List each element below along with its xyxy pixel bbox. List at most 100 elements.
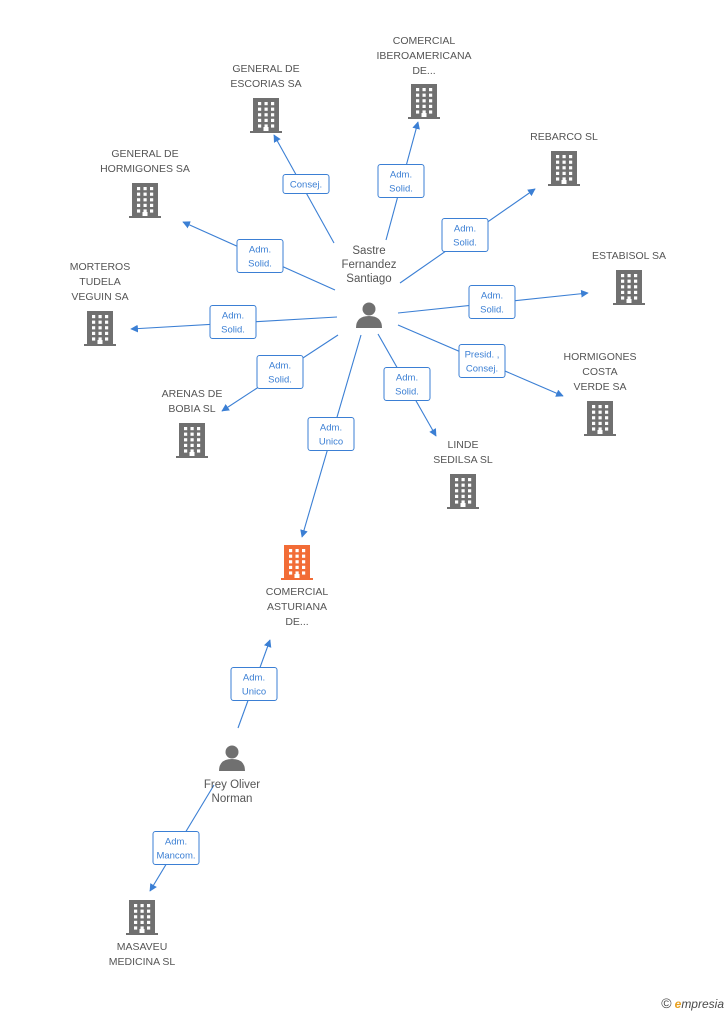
node-label: GENERAL DE ESCORIAS SA — [230, 63, 301, 90]
edge-sastre-rebarco: Adm. Solid. — [399, 188, 536, 284]
relation-label-line: Unico — [319, 437, 343, 448]
relation-label-line: Solid. — [395, 387, 419, 398]
relation-label-line: Solid. — [268, 375, 292, 386]
relation-label: Adm.Solid. — [248, 245, 272, 270]
node-label-line: IBEROAMERICANA — [376, 50, 471, 62]
relation-label-line: Adm. — [222, 311, 244, 322]
relation-label-line: Solid. — [453, 238, 477, 249]
edge-sastre-hormigones: Adm.Solid. — [182, 221, 336, 291]
relation-label-line: Adm. — [243, 673, 265, 684]
node-costaverde[interactable]: HORMIGONES COSTA VERDE SA — [564, 351, 637, 436]
relation-label: Adm. Unico — [319, 423, 343, 448]
relation-label: Adm.Solid. — [268, 361, 292, 386]
node-label-line: REBARCO SL — [530, 131, 598, 143]
building-icon — [281, 545, 313, 580]
relation-label-line: Solid. — [248, 259, 272, 270]
node-label: ARENAS DE BOBIA SL — [162, 388, 223, 415]
relation-badge[interactable]: Adm. Unico — [307, 417, 355, 451]
node-label-line: DE... — [285, 616, 308, 628]
node-estabisol[interactable]: ESTABISOL SA — [592, 250, 666, 305]
node-label-line: Santiago — [346, 273, 391, 285]
relation-label-line: Solid. — [221, 325, 245, 336]
node-label-line: BOBIA SL — [168, 403, 215, 415]
node-bobia[interactable]: ARENAS DE BOBIA SL — [162, 388, 223, 458]
node-label-line: TUDELA — [79, 276, 120, 288]
relation-label: Adm. Solid. — [480, 291, 504, 316]
relation-label-line: Adm. — [481, 291, 503, 302]
node-label-line: COSTA — [582, 366, 617, 378]
edge-sastre-iberoamericana: Adm.Solid. — [377, 121, 425, 241]
node-label-line: GENERAL DE — [232, 63, 299, 75]
relation-label: Adm. Solid. — [395, 373, 419, 398]
person-icon — [219, 745, 245, 771]
relation-badge[interactable]: Adm. Solid. — [468, 285, 516, 319]
edge-sastre-bobia: Adm.Solid. — [221, 334, 339, 412]
relation-label: Adm. Solid. — [221, 311, 245, 336]
node-label-line: LINDE — [448, 439, 479, 451]
relation-badge[interactable]: Adm. Solid. — [383, 367, 431, 401]
relation-label-line: Consej. — [466, 364, 498, 375]
node-label-line: HORMIGONES — [564, 351, 637, 363]
node-label-line: Frey Oliver — [204, 779, 260, 791]
node-escorias[interactable]: GENERAL DE ESCORIAS SA — [230, 63, 302, 133]
relation-label-line: Solid. — [480, 305, 504, 316]
relation-label-line: Adm. — [165, 837, 187, 848]
building-icon — [584, 401, 616, 436]
relation-label: Presid. ,Consej. — [465, 350, 500, 375]
relation-label: Adm. Solid. — [453, 224, 477, 249]
building-icon — [447, 474, 479, 509]
node-label-line: Norman — [212, 793, 253, 805]
relation-label-line: Adm. — [320, 423, 342, 434]
relation-label: Adm.Solid. — [389, 170, 413, 195]
node-label-line: ARENAS DE — [162, 388, 223, 400]
node-label-line: VERDE SA — [573, 381, 626, 393]
relation-badge[interactable]: Adm.Solid. — [236, 239, 284, 273]
relation-label-line: Adm. — [454, 224, 476, 235]
relation-label-line: Unico — [242, 687, 266, 698]
brand-initial: e — [674, 997, 682, 1011]
building-icon — [408, 84, 440, 119]
relation-label: Consej. — [290, 180, 322, 191]
node-label: REBARCO SL — [530, 131, 598, 143]
edges-layer: Consej. Adm. Solid. Adm. Solid. Adm. Solid. Adm… — [130, 121, 589, 892]
node-label: HORMIGONES COSTA VERDE SA — [564, 351, 637, 393]
node-label-line: GENERAL DE — [111, 148, 178, 160]
building-icon — [548, 151, 580, 186]
node-rebarco[interactable]: REBARCO SL — [530, 131, 598, 186]
relation-badge[interactable]: Adm.Solid. — [256, 355, 304, 389]
edge-sastre-costaverde: Presid. ,Consej. — [397, 324, 564, 397]
relation-badge[interactable]: Presid. ,Consej. — [458, 344, 506, 378]
relation-label-line: Solid. — [389, 184, 413, 195]
relation-badge[interactable]: Consej. — [282, 174, 330, 194]
person-icon — [356, 302, 382, 328]
node-label-line: VEGUIN SA — [71, 291, 128, 303]
relation-badge[interactable]: Adm. Unico — [230, 667, 278, 701]
node-label-line: ESCORIAS SA — [230, 78, 301, 90]
relation-label-line: Adm. — [396, 373, 418, 384]
relation-label: Adm. Mancom. — [156, 837, 195, 862]
edge-frey-asturiana: Adm. Unico — [230, 639, 278, 729]
building-icon — [176, 423, 208, 458]
relation-badge[interactable]: Adm. Solid. — [441, 218, 489, 252]
relation-label-line: Mancom. — [156, 851, 195, 862]
relation-badge[interactable]: Adm. Mancom. — [152, 831, 200, 865]
relation-badge[interactable]: Adm. Solid. — [209, 305, 257, 339]
edge-sastre-asturiana: Adm. Unico — [300, 334, 362, 538]
relation-badge[interactable]: Adm.Solid. — [377, 164, 425, 198]
node-label-line: MASAVEU — [117, 941, 168, 953]
node-label-line: ASTURIANA — [267, 601, 327, 613]
